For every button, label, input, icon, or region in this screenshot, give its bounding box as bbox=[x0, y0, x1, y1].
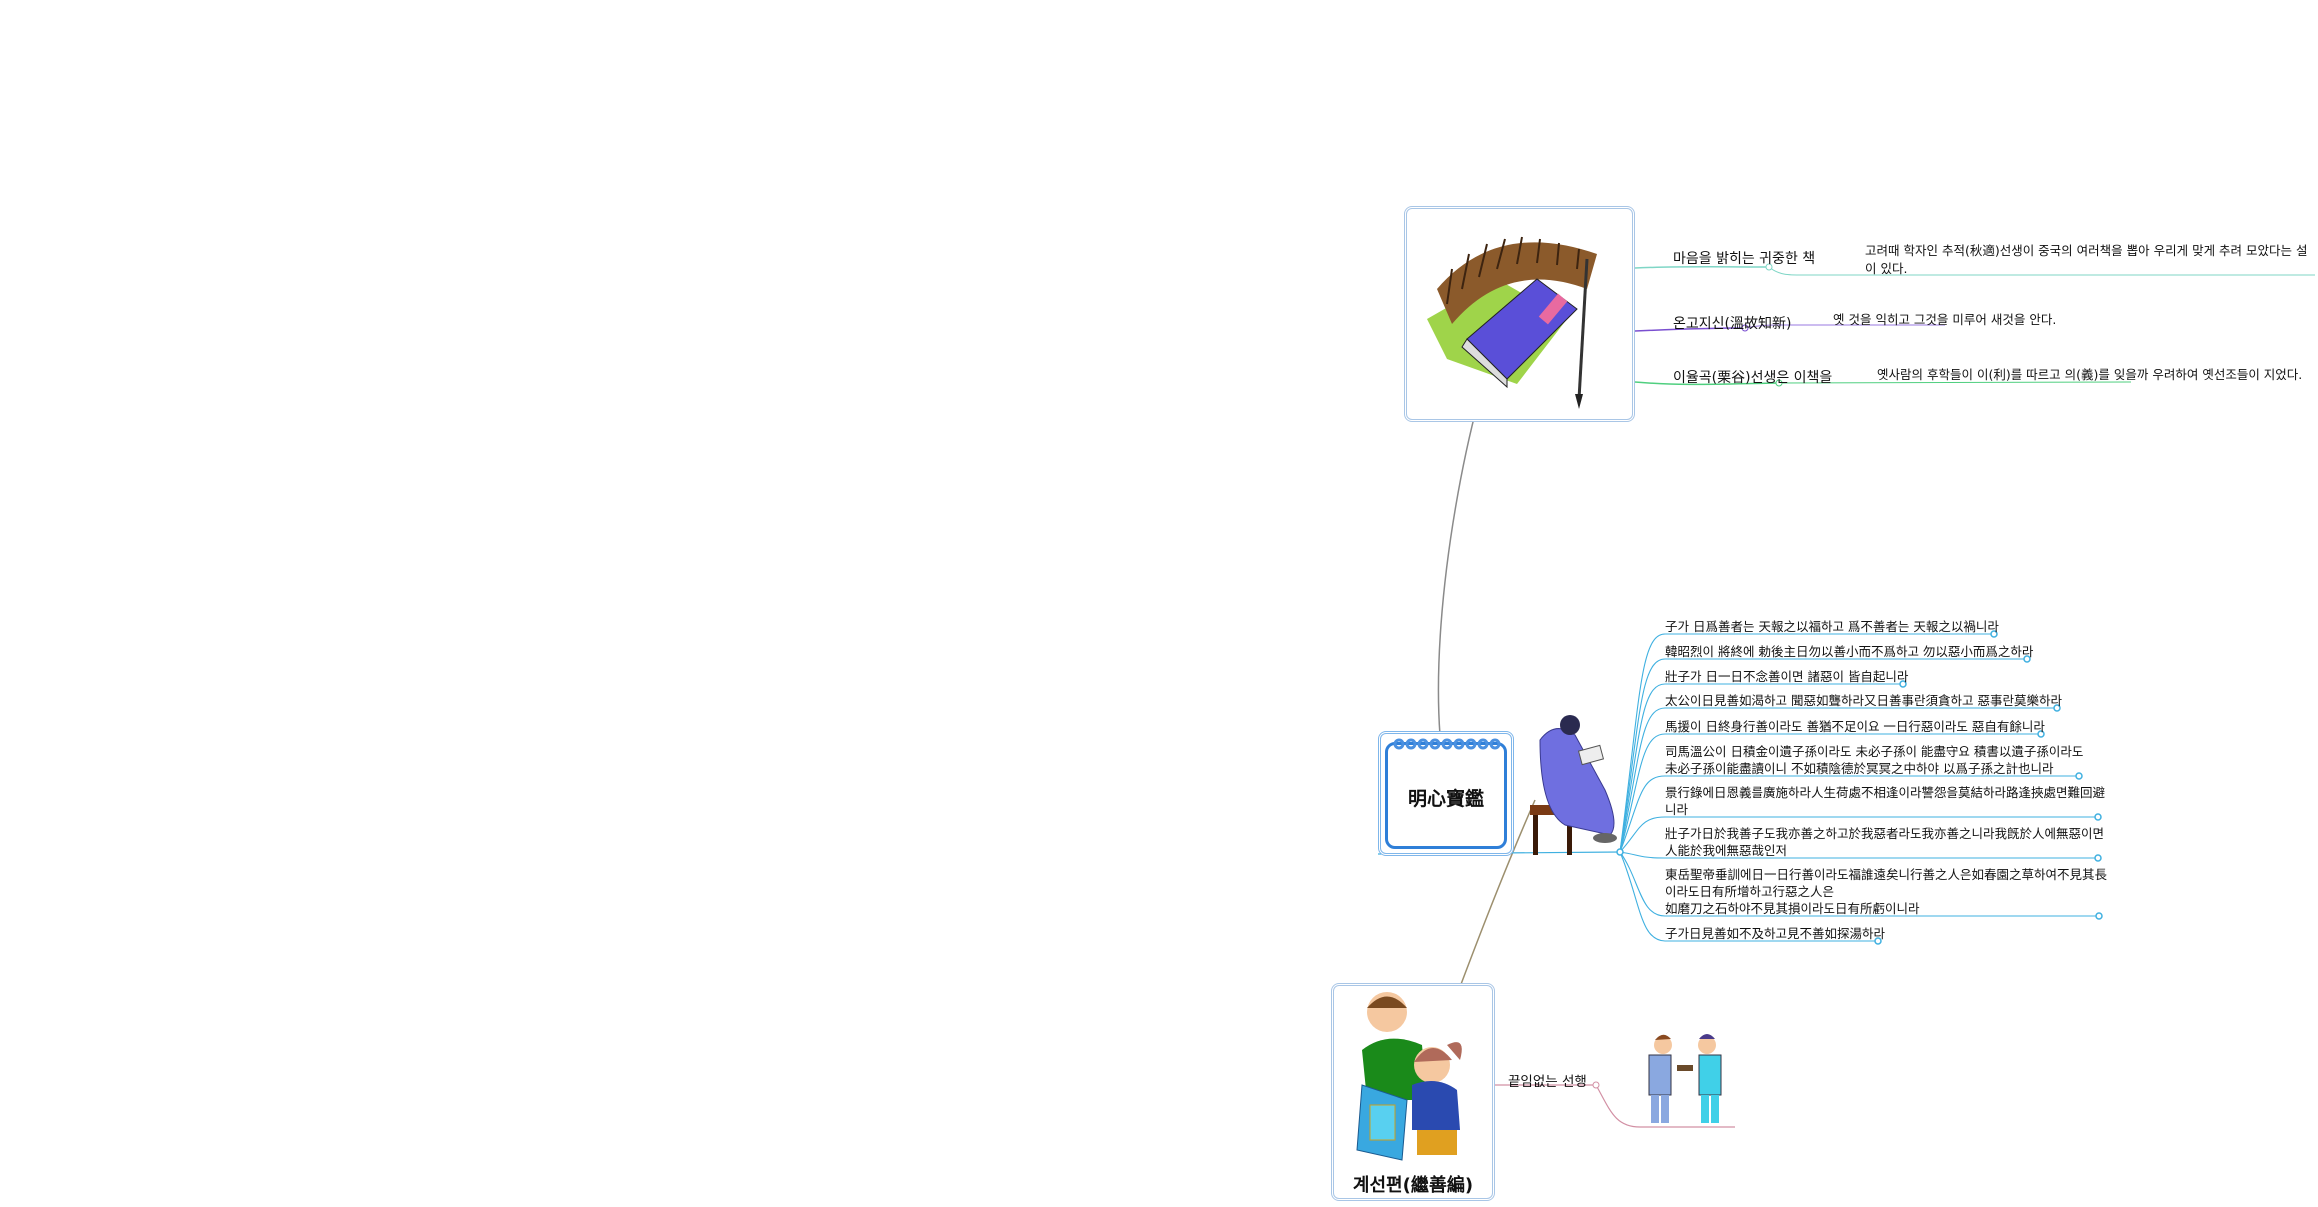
center-branch-item[interactable]: 子가 日爲善者는 天報之以福하고 爲不善者는 天報之以禍니라 bbox=[1665, 619, 1999, 634]
spiral-binding-icon bbox=[1393, 738, 1501, 750]
center-branch-item[interactable]: 太公이日見善如渴하고 聞惡如聾하라又日善事란須貪하고 惡事란莫樂하라 bbox=[1665, 693, 2062, 708]
top-branch-2-line bbox=[1634, 324, 1945, 332]
book-and-brush-illustration bbox=[1427, 236, 1597, 409]
gyeseon-chapter-title: 계선편(繼善編) bbox=[1352, 1175, 1474, 1196]
central-topic-node[interactable]: 明心寶鑑 bbox=[1378, 731, 1514, 856]
center-branch-item[interactable]: 景行錄에日恩義를廣施하라人生荷處不相逢이라讐怨을莫結하라路逢挾處면難回避 니라 bbox=[1665, 785, 2106, 817]
reading-children-illustration bbox=[1356, 992, 1462, 1161]
center-branch-item[interactable]: 壯子가日於我善子도我亦善之하고於我惡者라도我亦善之니라我旣於人에無惡이면 人能於… bbox=[1665, 826, 2105, 858]
book-topic-node[interactable] bbox=[1404, 206, 1635, 422]
center-branch-item[interactable]: 馬援이 日終身行善이라도 善猶不足이요 一日行惡이라도 惡自有餘니라 bbox=[1665, 719, 2045, 734]
center-branch-item[interactable]: 壯子가 日一日不念善이면 諸惡이 皆自起니라 bbox=[1665, 669, 1909, 684]
center-branch-item[interactable]: 韓昭烈이 將終에 勅後主日勿以善小而不爲하고 勿以惡小而爲之하라 bbox=[1665, 644, 2034, 659]
center-branch-item[interactable]: 東岳聖帝垂訓에日一日行善이라도福誰遠矣니行善之人은如春園之草하여不見其長 이라도… bbox=[1665, 867, 2108, 916]
center-branch-lines bbox=[1619, 633, 2099, 942]
top-branch-3-line bbox=[1634, 379, 2132, 387]
top-branch-2-detail[interactable]: 옛 것을 익히고 그것을 미루어 새것을 안다. bbox=[1833, 312, 2057, 327]
bottom-branch-line bbox=[1488, 1081, 1735, 1128]
notepad-frame bbox=[1385, 742, 1507, 849]
top-branch-2-label[interactable]: 온고지신(溫故知新) bbox=[1673, 316, 1792, 332]
center-branch-item[interactable]: 司馬溫公이 日積金이遺子孫이라도 未必子孫이 能盡守요 積書以遺子孫이라도 未必… bbox=[1665, 744, 2084, 776]
top-branch-1-detail[interactable]: 고려때 학자인 추적(秋適)선생이 중국의 여러책을 뽑아 우리게 맞게 추려 … bbox=[1865, 243, 2308, 276]
top-branch-1-label[interactable]: 마음을 밝히는 귀중한 책 bbox=[1673, 251, 1816, 267]
bottom-branch-label[interactable]: 끝임없는 선행 bbox=[1508, 1074, 1587, 1090]
seated-scholar-illustration bbox=[1530, 715, 1617, 855]
center-branch-item[interactable]: 子가日見善如不及하고見不善如探湯하라 bbox=[1665, 926, 1886, 941]
top-branch-3-label[interactable]: 이율곡(栗谷)선생은 이책을 bbox=[1673, 370, 1833, 386]
handshake-people-illustration bbox=[1648, 1034, 1722, 1123]
central-topic-title: 明心寶鑑 bbox=[1407, 788, 1484, 810]
gyeseon-chapter-node[interactable]: 계선편(繼善編) bbox=[1331, 983, 1495, 1201]
top-branch-1-line bbox=[1634, 263, 2315, 276]
top-branch-3-detail[interactable]: 옛사람의 후학들이 이(利)를 따르고 의(義)를 잊을까 우려하여 옛선조들이… bbox=[1877, 367, 2303, 382]
